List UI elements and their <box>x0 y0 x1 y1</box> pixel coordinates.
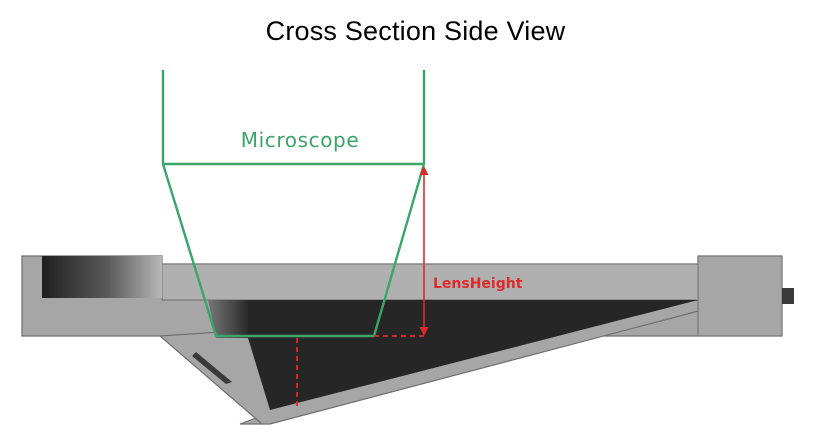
lens-height-guides <box>296 335 424 410</box>
slope-shadow <box>192 352 232 384</box>
microscope-label: Microscope <box>241 128 359 152</box>
sample-cavity <box>248 300 698 410</box>
microscope-outline <box>161 70 426 338</box>
cavity-corner <box>208 300 248 338</box>
lens-height-label: LensHeight <box>433 276 523 292</box>
upper-plate <box>161 263 699 301</box>
left-pocket <box>42 256 162 298</box>
connector-nub <box>782 288 794 304</box>
diagram-title: Cross Section Side View <box>265 16 566 46</box>
right-rim <box>697 255 783 337</box>
lens-height-arrow <box>419 166 429 336</box>
